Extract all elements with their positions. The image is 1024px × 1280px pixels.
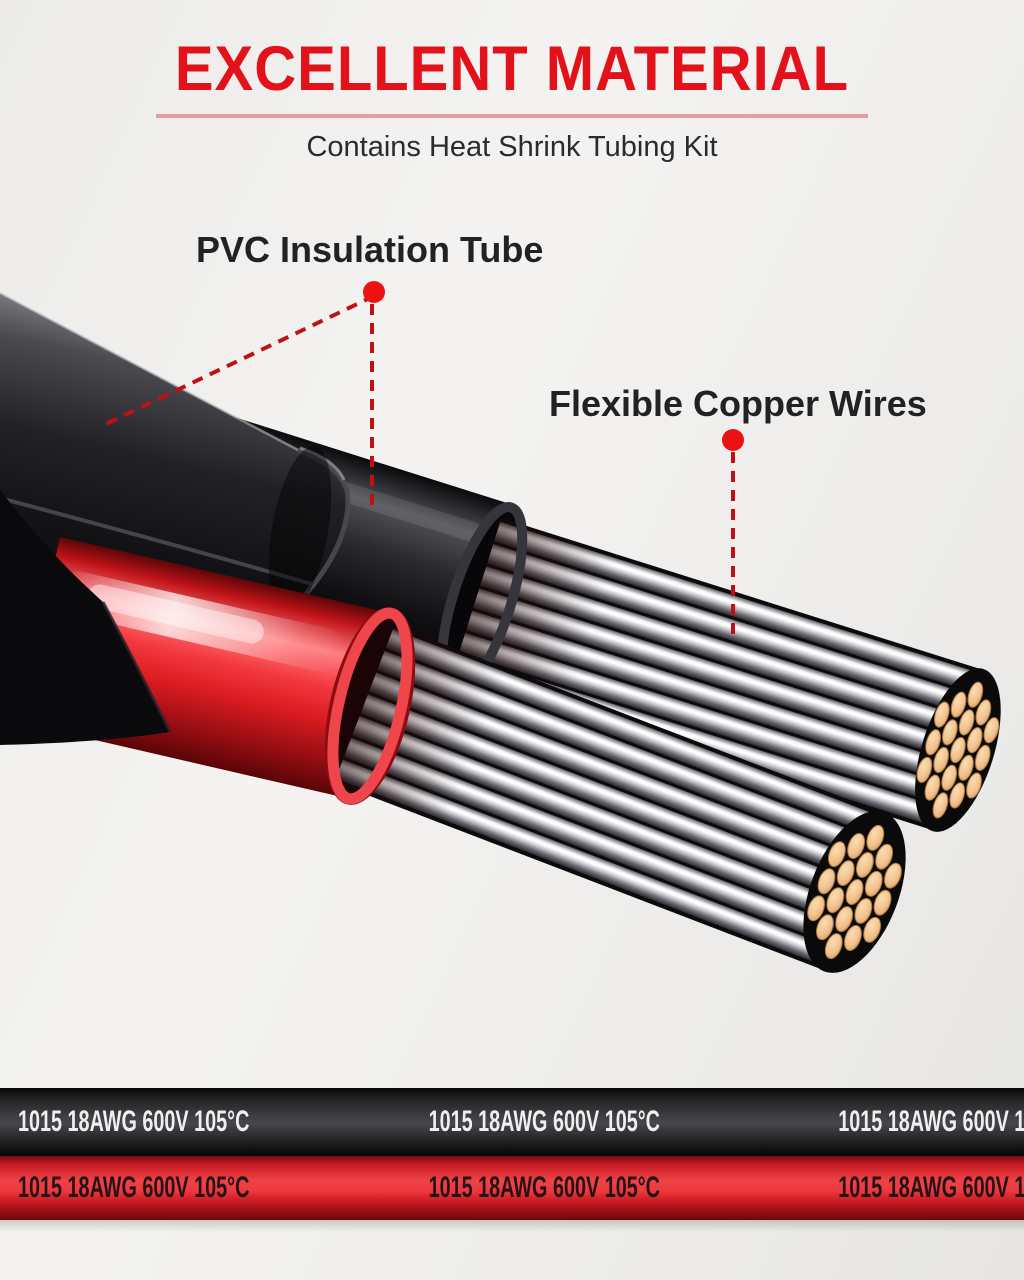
title-divider: [156, 114, 868, 118]
wire-marking-text: 1015 18AWG 600V 105°C: [428, 1171, 660, 1204]
outer-jacket-bottom-lip: [0, 490, 172, 745]
red-insulation-cut-rim: [324, 607, 416, 805]
red-wire-strand-bundle: [334, 625, 906, 973]
pvc-anchor-dot: [363, 281, 385, 303]
wire-marking-text: 1015 18AWG 600V 105°C: [428, 1105, 660, 1138]
wire-marking-text: 1015 18AWG 600V 105°C: [838, 1171, 1024, 1204]
wire-marking-text: 1015 18AWG 600V 105°C: [18, 1105, 250, 1138]
copper-wires-label: Flexible Copper Wires: [549, 383, 927, 424]
annotation-leaders: [105, 294, 735, 636]
strip-drop-shadow: [0, 1220, 1024, 1232]
wire-marking-text: 1015 18AWG 600V 105°C: [18, 1171, 250, 1204]
wire-marking-text: 1015 18AWG 600V 105°C: [838, 1105, 1024, 1138]
copper-anchor-dot: [722, 429, 744, 451]
page-title: EXCELLENT MATERIAL: [174, 33, 850, 104]
red-wire-strip: 1015 18AWG 600V 105°C 1015 18AWG 600V 10…: [0, 1156, 1024, 1220]
black-wire-strand-bundle: [451, 518, 1001, 832]
pvc-insulation-label: PVC Insulation Tube: [196, 229, 544, 270]
black-wire-strip: 1015 18AWG 600V 105°C 1015 18AWG 600V 10…: [0, 1088, 1024, 1156]
page-subtitle: Contains Heat Shrink Tubing Kit: [306, 131, 718, 163]
pvc-leader-diagonal: [105, 294, 375, 426]
